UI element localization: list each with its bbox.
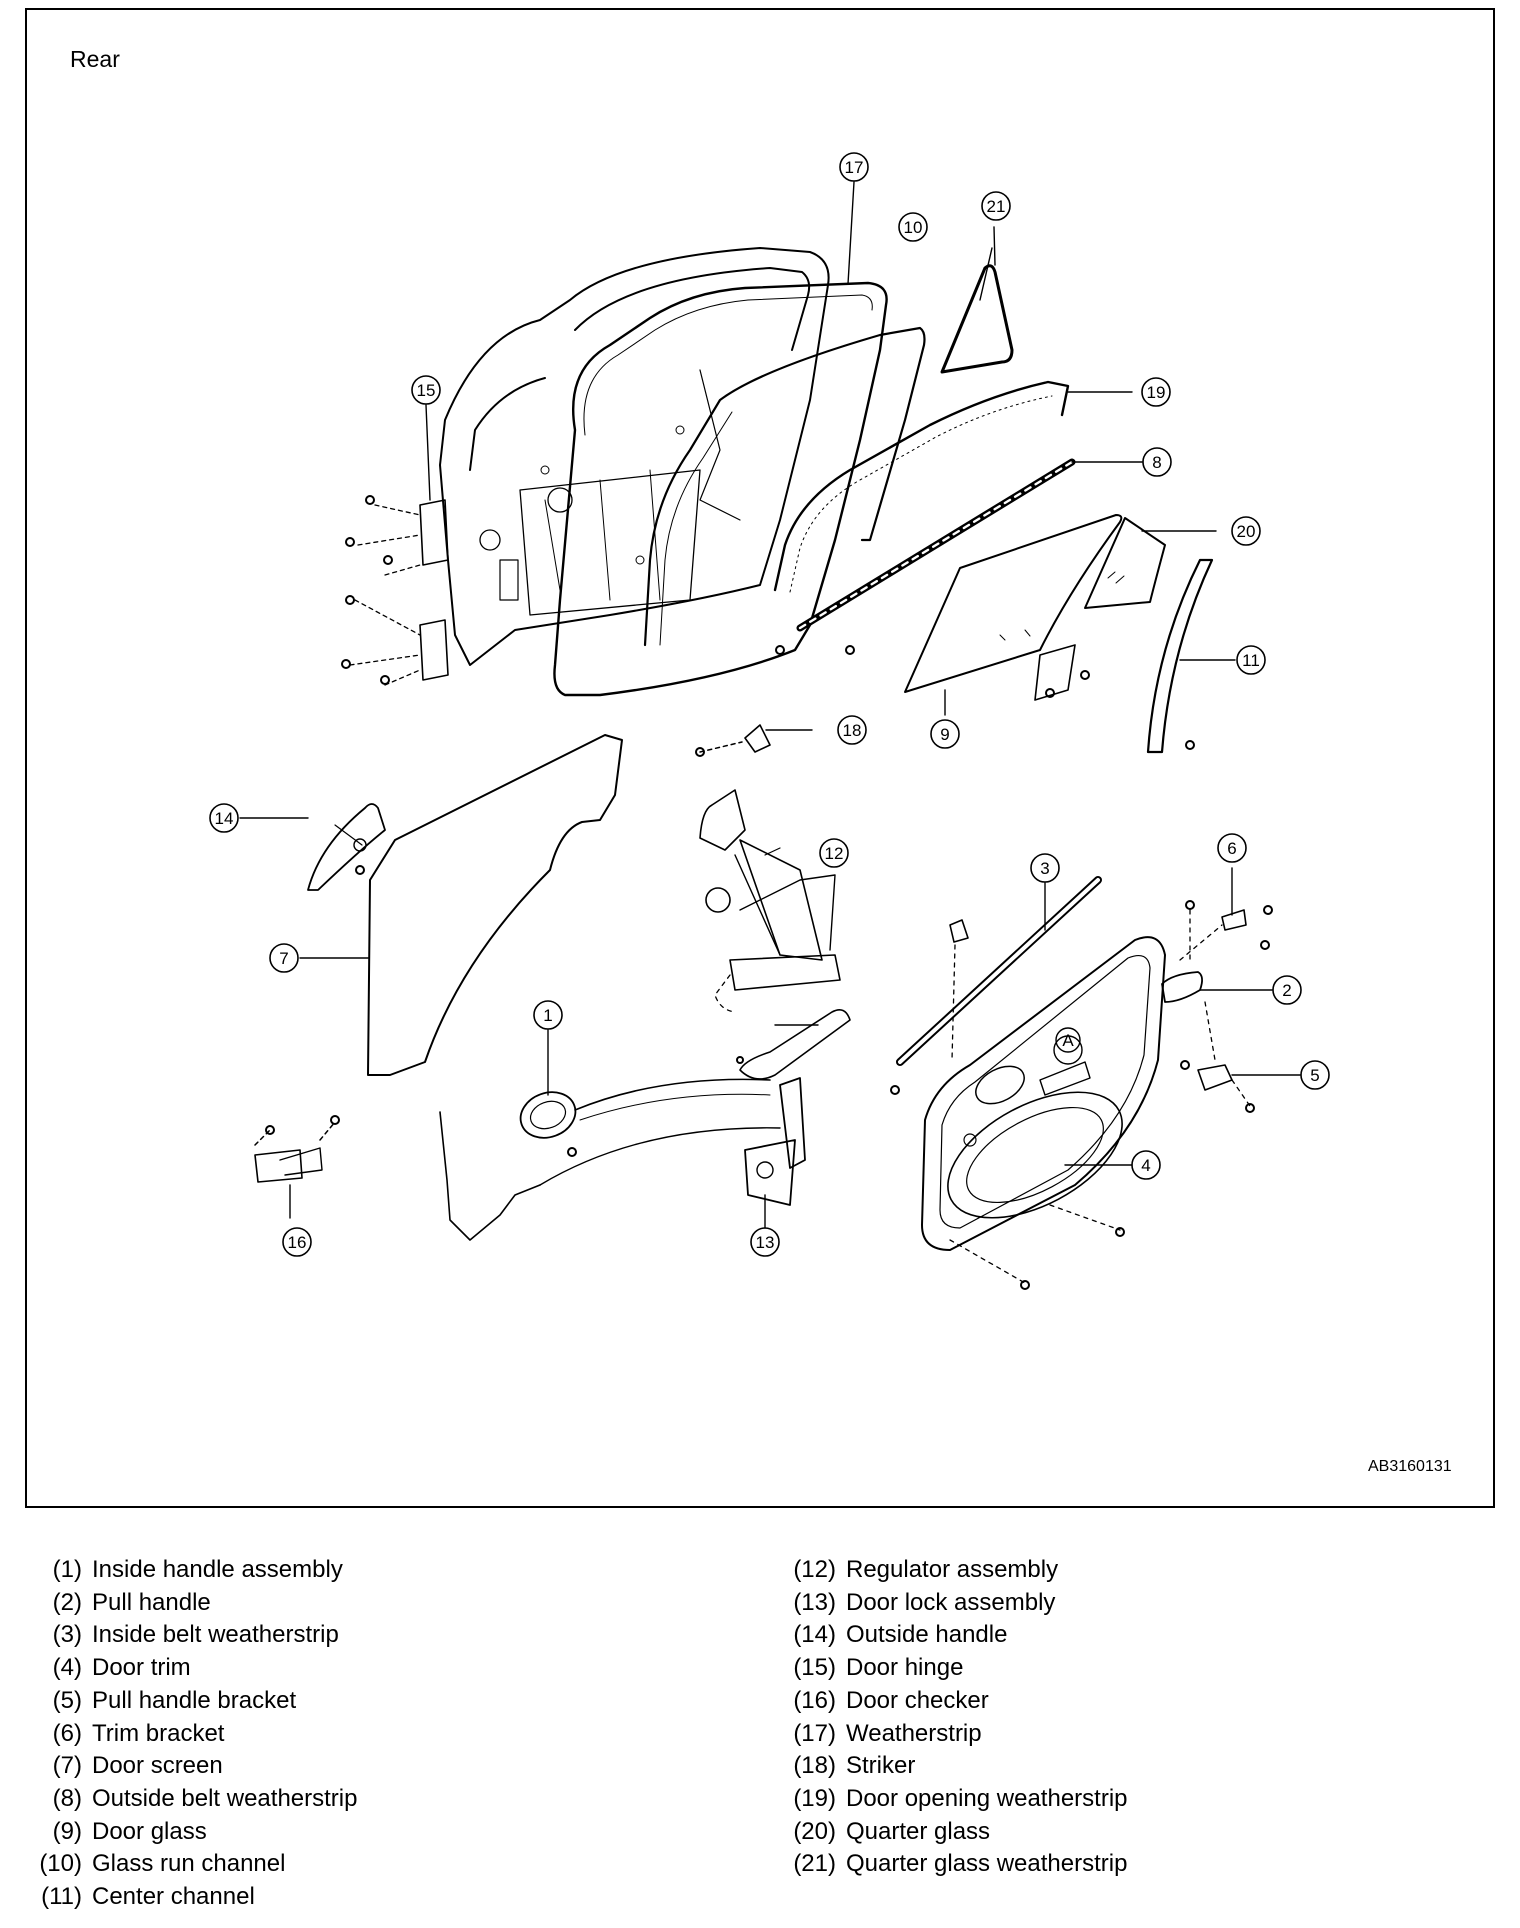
legend-item: (3)Inside belt weatherstrip [52, 1621, 339, 1649]
center-channel [1146, 558, 1214, 754]
svg-text:10: 10 [904, 218, 923, 237]
callout-12: 12 [819, 838, 849, 868]
glass-run-channel [643, 326, 926, 647]
door-screen [367, 734, 623, 1076]
pull-handle [1161, 971, 1203, 1003]
callout-4: 4 [1131, 1150, 1161, 1180]
regulator-assembly [699, 789, 851, 1080]
svg-text:14: 14 [215, 809, 234, 828]
legend-item: (2)Pull handle [52, 1588, 211, 1616]
svg-text:15: 15 [417, 381, 436, 400]
callout-9: 9 [930, 719, 960, 749]
legend-item: (15)Door hinge [793, 1654, 964, 1682]
door-hinge [349, 499, 449, 686]
leader-lines [239, 181, 1301, 1229]
callout-20: 20 [1231, 516, 1261, 546]
door-glass [904, 514, 1123, 693]
callout-10: 10 [898, 212, 928, 242]
svg-text:18: 18 [843, 721, 862, 740]
svg-text:3: 3 [1040, 859, 1049, 878]
quarter-glass-weatherstrip [940, 264, 1014, 374]
svg-text:7: 7 [279, 949, 288, 968]
quarter-glass [1084, 517, 1166, 609]
outside-handle [307, 803, 386, 891]
legend-item: (5)Pull handle bracket [52, 1686, 297, 1714]
svg-text:13: 13 [756, 1233, 775, 1252]
svg-text:12: 12 [825, 844, 844, 863]
legend-item: (10)Glass run channel [39, 1850, 286, 1878]
door-trim [921, 936, 1166, 1251]
inset-label: A [1062, 1031, 1074, 1050]
svg-text:8: 8 [1152, 453, 1161, 472]
callout-1: 1 [533, 1000, 563, 1030]
legend-item: (6)Trim bracket [52, 1719, 225, 1747]
door-checker [254, 1121, 336, 1183]
diagram-frame [25, 8, 1495, 1508]
svg-text:6: 6 [1227, 839, 1236, 858]
legend-item: (17)Weatherstrip [793, 1719, 982, 1747]
svg-text:11: 11 [1242, 651, 1260, 670]
callouts: 1 2 3 4 5 6 7 8 9 10 11 12 13 14 15 16 1… [209, 152, 1330, 1257]
legend-item: (14)Outside handle [793, 1621, 1008, 1649]
callout-17: 17 [839, 152, 869, 182]
screws [265, 495, 1273, 1290]
svg-text:17: 17 [845, 158, 864, 177]
pull-handle-bracket [1197, 1064, 1233, 1091]
legend-item: (1)Inside handle assembly [52, 1556, 343, 1583]
svg-text:1: 1 [543, 1006, 552, 1025]
legend-item: (20)Quarter glass [793, 1817, 991, 1845]
callout-5: 5 [1300, 1060, 1330, 1090]
trim-clip [949, 919, 969, 943]
assembly-lines [714, 909, 1251, 1284]
legend-item: (16)Door checker [793, 1686, 989, 1714]
callout-21: 21 [981, 191, 1011, 221]
legend-item: (18)Striker [793, 1752, 916, 1780]
inside-handle-assembly [439, 1078, 781, 1241]
legend-item: (4)Door trim [52, 1654, 191, 1682]
striker [699, 724, 771, 753]
callout-3: 3 [1030, 853, 1060, 883]
callout-15: 15 [411, 375, 441, 405]
callout-2: 2 [1272, 975, 1302, 1005]
exploded-door-diagram: A 1 2 3 4 5 6 7 8 9 10 11 1 [209, 152, 1330, 1290]
drawing-code: AB3160131 [1368, 1458, 1452, 1475]
svg-text:16: 16 [288, 1233, 307, 1252]
trim-bracket [1221, 909, 1247, 931]
legend-item: (8)Outside belt weatherstrip [52, 1784, 358, 1812]
callout-11: 11 [1236, 645, 1266, 675]
legend-item: (13)Door lock assembly [793, 1588, 1056, 1616]
door-shell [439, 247, 830, 666]
legend-item: (12)Regulator assembly [793, 1556, 1059, 1583]
svg-text:19: 19 [1147, 383, 1166, 402]
svg-text:5: 5 [1310, 1066, 1319, 1085]
callout-18: 18 [837, 715, 867, 745]
legend-item: (19)Door opening weatherstrip [793, 1784, 1128, 1812]
callout-16: 16 [282, 1227, 312, 1257]
weatherstrip [553, 281, 888, 697]
glass-mount-bracket [1034, 644, 1076, 701]
door-lock-assembly [744, 1077, 806, 1206]
svg-text:21: 21 [987, 197, 1006, 216]
legend-item: (11)Center channel [41, 1883, 255, 1911]
callout-14: 14 [209, 803, 239, 833]
legend-item: (21)Quarter glass weatherstrip [793, 1850, 1128, 1878]
callout-8: 8 [1142, 447, 1172, 477]
callout-7: 7 [269, 943, 299, 973]
inset-marker-a: A [1055, 1027, 1081, 1053]
legend-item: (7)Door screen [52, 1752, 223, 1780]
svg-text:2: 2 [1282, 981, 1291, 1000]
legend-item: (9)Door glass [52, 1817, 207, 1845]
svg-text:9: 9 [940, 725, 949, 744]
legend-left: (1)Inside handle assembly (2)Pull handle… [32, 1554, 357, 1914]
callout-13: 13 [750, 1227, 780, 1257]
callout-6: 6 [1217, 833, 1247, 863]
svg-text:20: 20 [1237, 522, 1256, 541]
svg-text:4: 4 [1141, 1156, 1150, 1175]
door-opening-weatherstrip [773, 380, 1070, 592]
view-label: Rear [70, 46, 120, 72]
legend-right: (12)Regulator assembly (13)Door lock ass… [780, 1554, 1128, 1881]
callout-19: 19 [1141, 377, 1171, 407]
